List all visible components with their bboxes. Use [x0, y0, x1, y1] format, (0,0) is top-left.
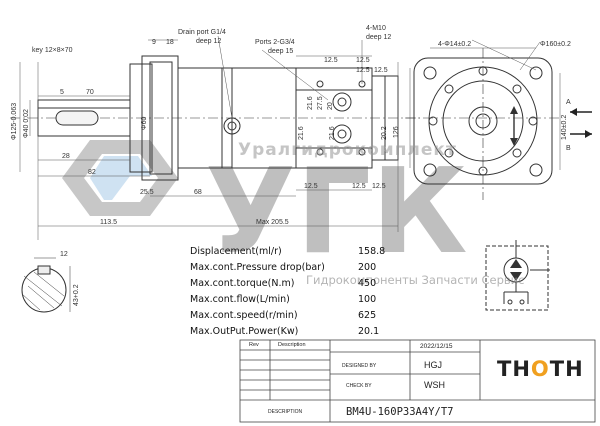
spec-value-pressure: 200 — [358, 262, 377, 273]
dim-18: 18 — [166, 39, 174, 46]
check-by-label: CHECK BY — [346, 383, 372, 389]
title-block-frame — [239, 339, 596, 423]
watermark-logo-letters: УГК — [205, 142, 468, 280]
hydraulic-motor-symbol — [485, 240, 550, 311]
spec-label-power: Max.OutPut.Power(Kw) — [190, 326, 299, 337]
flow-direction-arrows — [570, 108, 592, 138]
dim-12-5-d: 12.5 — [374, 67, 388, 74]
dim-12-5-a: 12.5 — [324, 57, 338, 64]
brand-logo-o: O — [530, 357, 550, 381]
dim-126: 126 — [393, 126, 400, 138]
label-drain-depth: deep 12 — [196, 38, 221, 45]
label-drain-port: Drain port G1/4 — [178, 29, 226, 36]
dim-12-5-b: 12.5 — [356, 57, 370, 64]
dim-12-5-e: 12.5 — [304, 183, 318, 190]
dim-60: Φ60 — [141, 117, 148, 130]
spec-label-displacement: Displacement(ml/r) — [190, 246, 282, 257]
dim-25-5: 25.5 — [140, 189, 154, 196]
spec-value-power: 20.1 — [358, 326, 380, 337]
brand-logo-right: TH — [549, 357, 584, 381]
dim-140: 140±0.2 — [561, 115, 568, 140]
dim-key-width: 12 — [60, 251, 68, 258]
port-b-label: B — [566, 145, 571, 152]
brand-logo: THOTH — [497, 357, 584, 381]
label-ports-depth: deep 15 — [268, 48, 293, 55]
dim-12-5-f: 12.5 — [352, 183, 366, 190]
label-ports: Ports 2-G3/4 — [255, 39, 295, 46]
motor-side-view — [10, 55, 420, 181]
port-a-label: A — [566, 99, 571, 106]
dim-20: 20 — [327, 102, 334, 110]
dim-12-5-c: 12.5 — [356, 67, 370, 74]
description-label: DESCRIPTION — [268, 409, 303, 415]
spec-label-torque: Max.cont.torque(N.m) — [190, 278, 295, 289]
dim-68: 68 — [194, 189, 202, 196]
description-header: Description — [278, 342, 306, 348]
watermark-tagline: Гидрокомпоненты Запчасти Сервис — [306, 273, 525, 287]
dim-70: 70 — [86, 89, 94, 96]
spec-label-speed: Max.cont.speed(r/min) — [190, 310, 298, 321]
model-number: BM4U-160P33A4Y/T7 — [346, 406, 454, 418]
label-mount-depth: deep 12 — [366, 34, 391, 41]
side-dimension-lines — [19, 35, 411, 240]
watermark-company-name: Уралгидрокомплект — [238, 140, 457, 160]
rev-header: Rev — [249, 342, 259, 348]
dim-43: 43+0.2 — [73, 284, 80, 306]
dim-27-5: 27.5 — [317, 96, 324, 110]
spec-label-pressure: Max.cont.Pressure drop(bar) — [190, 262, 325, 273]
watermark-logo: УГК — [62, 140, 468, 280]
designed-by-label: DESIGNED BY — [342, 363, 377, 369]
designed-by-value: HGJ — [424, 360, 442, 370]
dim-21-6-b: 21.6 — [307, 96, 314, 110]
dim-82: 82 — [88, 169, 96, 176]
dim-28: 28 — [62, 153, 70, 160]
label-bolt-holes: 4-Φ14±0.2 — [438, 41, 471, 48]
dim-125: Φ125-0.063 — [11, 103, 18, 140]
label-key: key 12×8×70 — [32, 47, 73, 54]
dim-20-2: 20.2 — [381, 126, 388, 140]
spec-label-flow: Max.cont.flow(L/min) — [190, 294, 290, 305]
spec-value-torque: 450 — [358, 278, 377, 289]
dim-113-5: 113.5 — [100, 219, 117, 226]
spec-value-speed: 625 — [358, 310, 377, 321]
motor-front-view — [405, 48, 560, 200]
spec-value-displacement: 158.8 — [358, 246, 386, 257]
dim-21-6-c: 21.6 — [329, 126, 336, 140]
front-dimension-lines — [430, 39, 561, 170]
label-mount-holes: 4-M10 — [366, 25, 386, 32]
dim-5: 5 — [60, 89, 64, 96]
dimension-texts: Drain port G1/4 deep 12 Ports 2-G3/4 dee… — [11, 25, 571, 306]
brand-logo-left: TH — [497, 357, 531, 381]
dim-max: Max 205.5 — [256, 219, 289, 226]
dim-40: Φ40 0.02 — [23, 109, 30, 138]
check-by-value: WSH — [424, 380, 445, 390]
dim-21-6-a: 21.6 — [298, 126, 305, 140]
spec-value-flow: 100 — [358, 294, 377, 305]
date-value: 2022/12/15 — [420, 343, 453, 350]
key-section-view — [21, 257, 71, 313]
label-bolt-circle: Φ160±0.2 — [540, 41, 571, 48]
dim-12-5-g: 12.5 — [372, 183, 386, 190]
dim-9: 9 — [152, 39, 156, 46]
